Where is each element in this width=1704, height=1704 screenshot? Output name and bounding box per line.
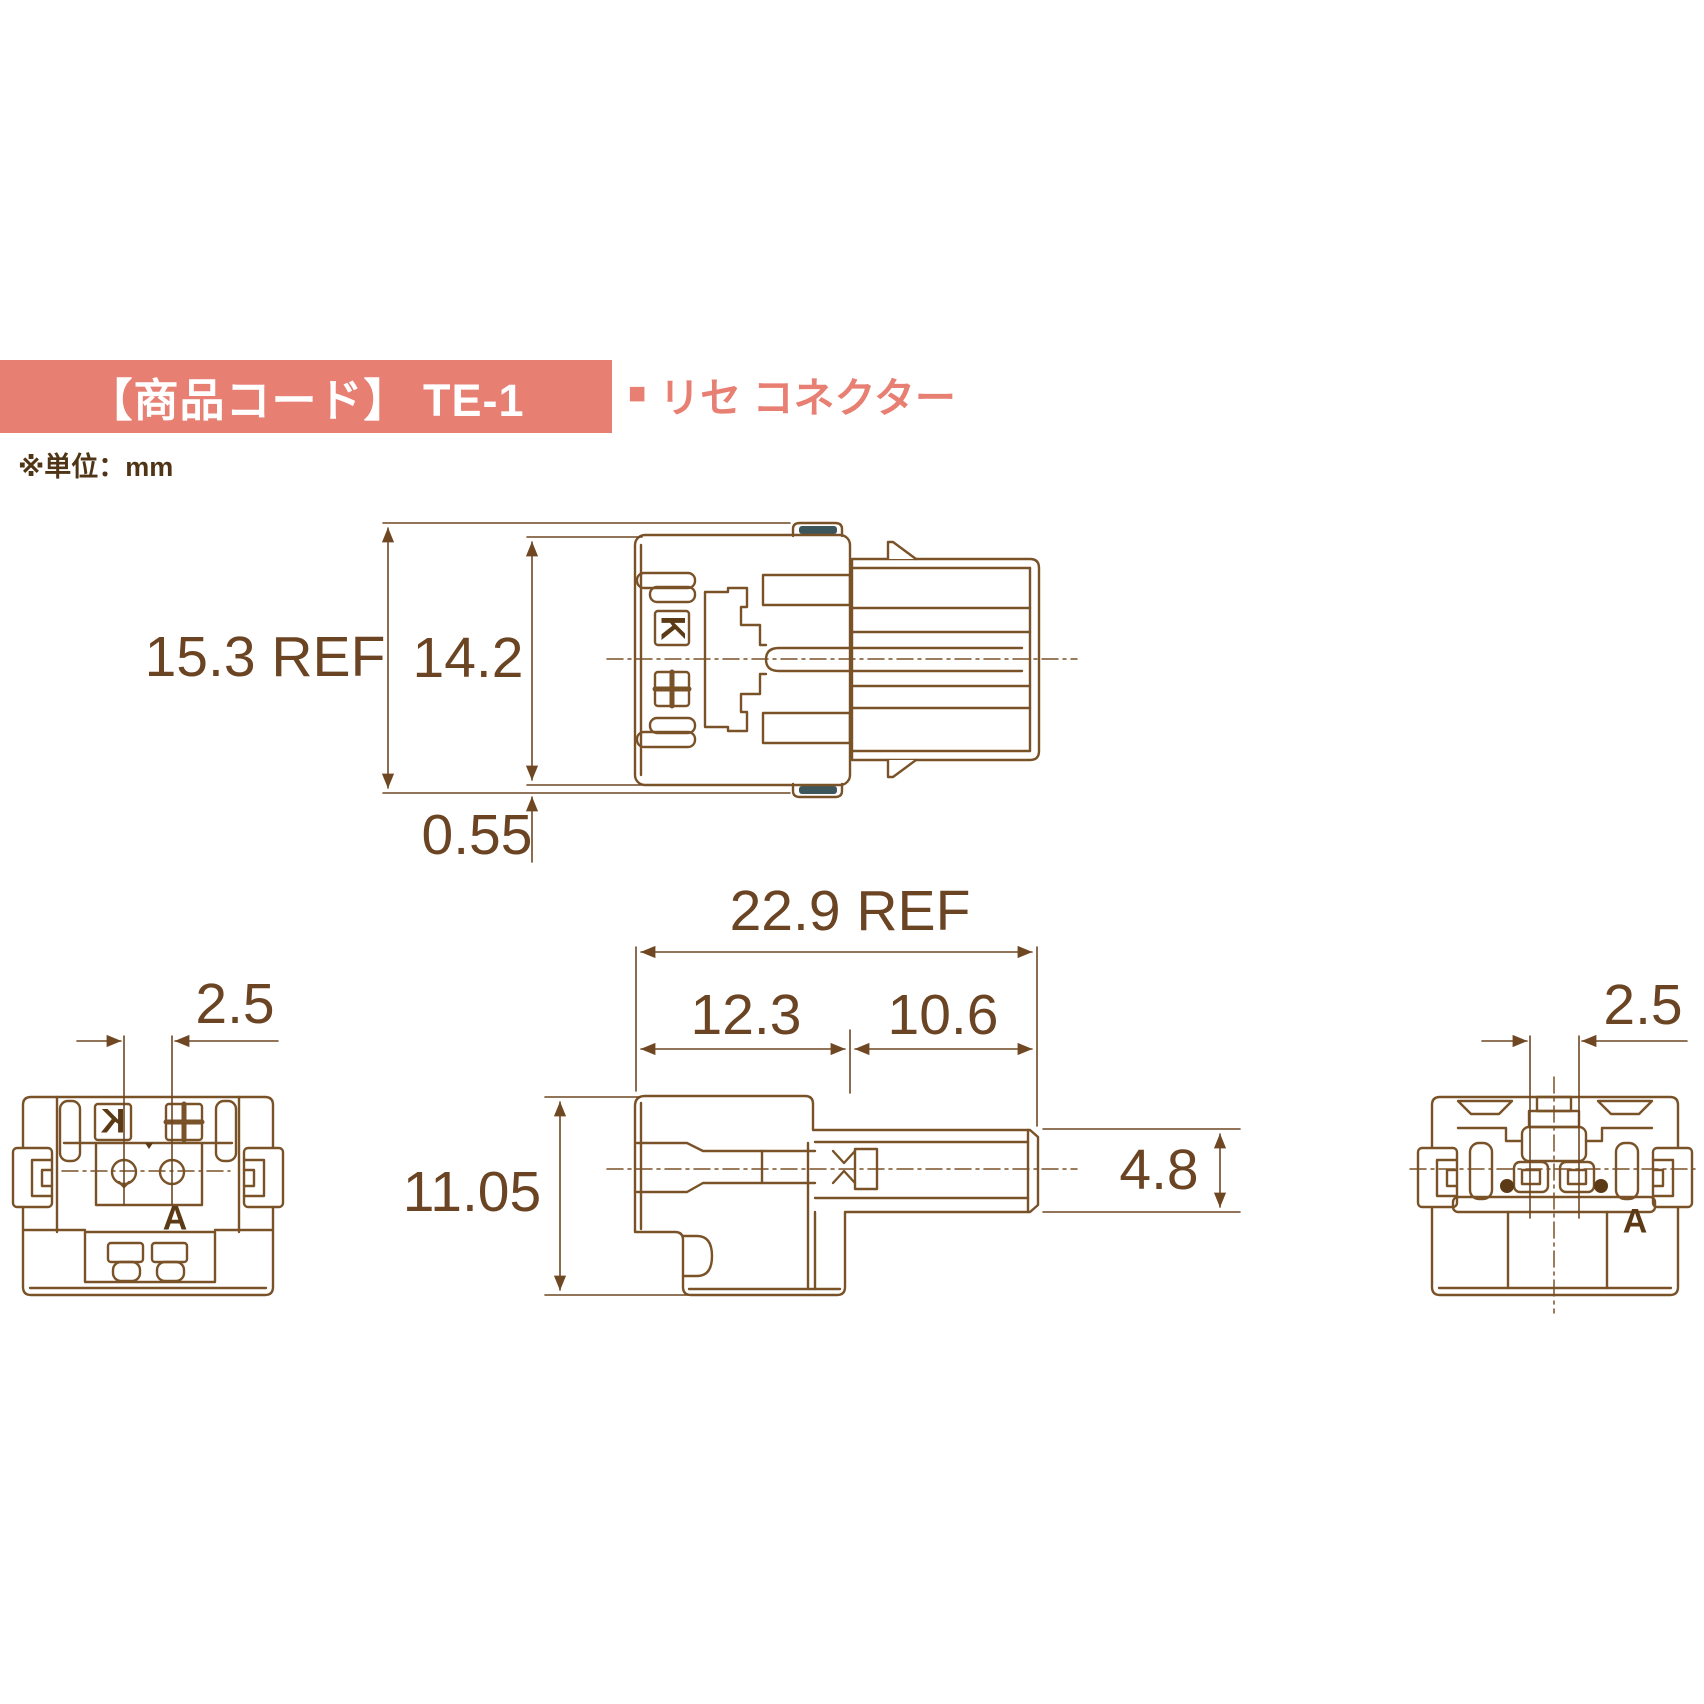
seal-band-bottom <box>799 786 837 794</box>
dim-pitch-front: 2.5 <box>195 972 275 1036</box>
dim-overall-length: 22.9 REF <box>729 879 971 943</box>
front-view <box>11 1095 285 1297</box>
tab-bottom <box>791 782 844 799</box>
k-mark-box <box>653 609 691 647</box>
a-mark-rear: A <box>1622 1202 1648 1241</box>
dim-tab-length: 10.6 <box>887 983 999 1047</box>
housing-outline <box>633 533 852 787</box>
seal-band-top <box>799 526 837 534</box>
k-mark-top: K <box>653 615 692 641</box>
hood-outline <box>850 557 1041 762</box>
dim-overall-height: 15.3 REF <box>144 625 386 689</box>
dim-housing-length: 12.3 <box>690 983 802 1047</box>
product-name-row: ■ リセ コネクター <box>628 364 956 424</box>
product-name-label: リセ コネクター <box>659 375 956 421</box>
k-mark-front: K <box>100 1102 126 1141</box>
top-view <box>606 521 1078 799</box>
rear-view <box>1409 1076 1701 1314</box>
unit-note: ※単位：mm <box>18 452 174 482</box>
tab-top <box>791 521 844 538</box>
rear-outline <box>1430 1095 1680 1297</box>
dimension-lines <box>76 522 1688 1296</box>
dim-seal-offset: 0.55 <box>421 803 533 867</box>
a-mark-front: A <box>162 1199 188 1238</box>
side-outline <box>633 1094 1040 1297</box>
cross-mark <box>652 669 692 709</box>
product-code-banner: 【商品コード】 TE-1 <box>0 360 612 433</box>
dim-tab-width: 4.8 <box>1119 1138 1199 1202</box>
front-outline <box>21 1095 275 1297</box>
dim-housing-height: 11.05 <box>402 1160 542 1224</box>
dim-body-height: 14.2 <box>412 626 524 690</box>
side-view <box>606 1094 1078 1297</box>
product-code-label: 【商品コード】 TE-1 <box>87 375 525 426</box>
square-bullet-icon: ■ <box>628 377 647 410</box>
dim-pitch-rear: 2.5 <box>1603 973 1683 1037</box>
